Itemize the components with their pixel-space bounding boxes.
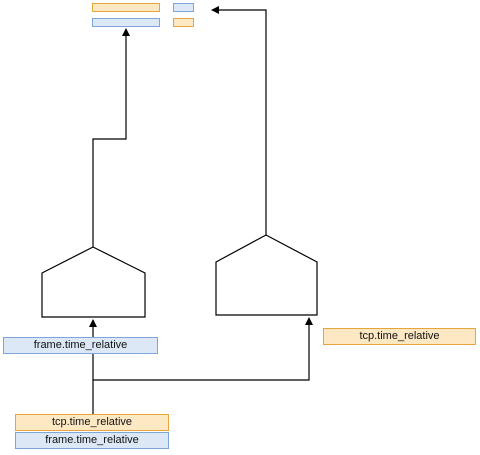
connector-right-to-top bbox=[211, 6, 267, 235]
tcp-time-relative-box-bottom: tcp.time_relative bbox=[15, 414, 169, 431]
frame-time-relative-box-bottom: frame.time_relative bbox=[15, 432, 169, 449]
tcp-time-relative-box-right: tcp.time_relative bbox=[323, 328, 476, 345]
connector-bottom-to-right-shape bbox=[92, 317, 313, 414]
left-house-shape bbox=[41, 246, 146, 318]
top-blue-small-box bbox=[173, 3, 194, 12]
right-house-shape bbox=[215, 234, 318, 316]
top-blue-bar bbox=[92, 18, 160, 27]
top-orange-small-box bbox=[173, 18, 194, 27]
frame-time-relative-box: frame.time_relative bbox=[3, 337, 158, 354]
connector-left-to-top bbox=[92, 28, 130, 247]
top-orange-bar bbox=[92, 3, 160, 12]
